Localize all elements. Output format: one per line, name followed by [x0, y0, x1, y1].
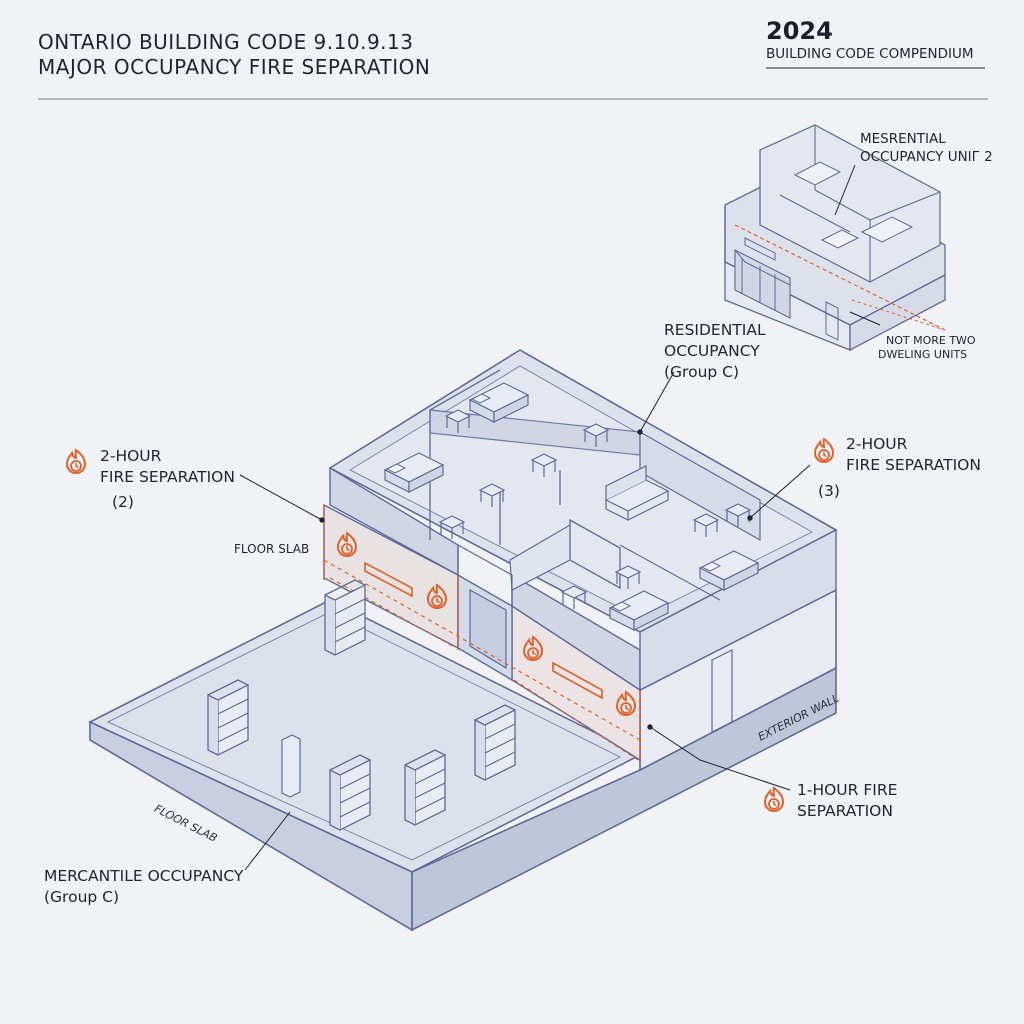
residential-line1: RESIDENTIAL [664, 321, 766, 339]
inset-unit-line1: MESRENTIAL [860, 131, 946, 147]
left-fire-sep-line2: FIRE SEPARATION [100, 468, 235, 486]
left-fire-sep-note: (2) [112, 493, 134, 511]
inset-note-line2: DWELING UNITS [878, 348, 968, 361]
page-title-line-2: MAJOR OCCUPANCY FIRE SEPARATION [38, 55, 431, 79]
page-title-line-1: ONTARIO BUILDING CODE 9.10.9.13 [38, 30, 414, 54]
right-fire-separation-label: 2-HOUR FIRE SEPARATION [846, 434, 981, 476]
right-fire-sep-line2: FIRE SEPARATION [846, 456, 981, 474]
inset-note-line1: NOT MORE TWO [886, 334, 976, 347]
right-fire-sep-line1: 2-HOUR [846, 435, 908, 453]
fire-separation-wall [323, 503, 641, 762]
display-stand-icon [281, 734, 301, 798]
ground-floor-slab [88, 599, 837, 932]
fire-clock-icon [814, 438, 834, 463]
fire-clock-icon [764, 787, 784, 812]
leader-lines [239, 164, 881, 871]
residential-line2: OCCUPANCY [664, 342, 760, 360]
one-hour-line1: 1-HOUR FIRE [797, 781, 898, 799]
mercantile-line2: (Group C) [44, 888, 120, 906]
left-fire-separation-label: 2-HOUR FIRE SEPARATION [100, 446, 235, 488]
inset-unit-line2: OCCUPANCY UNIГ 2 [860, 149, 993, 165]
one-hour-fire-separation-label: 1-HOUR FIRE SEPARATION [797, 780, 897, 822]
inset-building [724, 124, 946, 352]
year-heading: 2024 [766, 17, 833, 45]
residential-occupancy-label: RESIDENTIAL OCCUPANCY (Group C) [664, 320, 766, 383]
inset-note-label: NOT MORE TWO DWELING UNITS [878, 334, 976, 362]
fire-clock-icon [66, 449, 86, 474]
left-fire-sep-line1: 2-HOUR [100, 447, 162, 465]
mercantile-line1: MERCANTILE OCCUPANCY [44, 867, 244, 885]
inset-unit-label: MESRENTIAL OCCUPANCY UNIГ 2 [860, 130, 993, 166]
floor-slab-upper-label: FLOOR SLAB [234, 542, 310, 556]
inset-separation-line [851, 299, 946, 331]
one-hour-line2: SEPARATION [797, 802, 893, 820]
mercantile-occupancy-label: MERCANTILE OCCUPANCY (Group C) [44, 866, 243, 908]
residential-line3: (Group C) [664, 363, 740, 381]
compendium-label: BUILDING CODE COMPENDIUM [766, 46, 974, 62]
right-fire-sep-note: (3) [818, 482, 840, 500]
